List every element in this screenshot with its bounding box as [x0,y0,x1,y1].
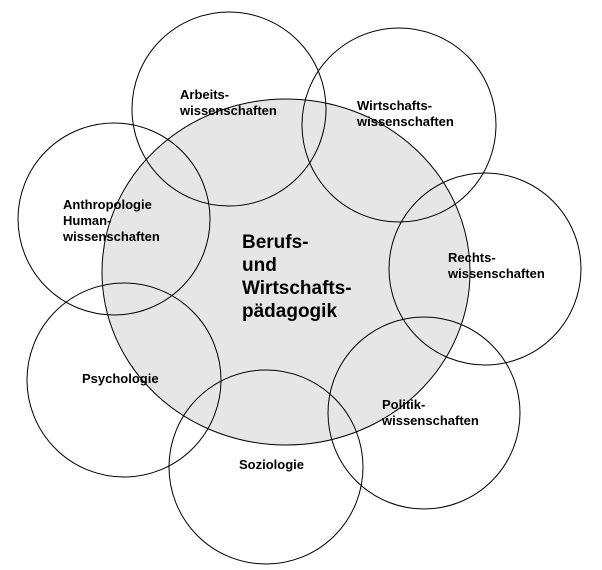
label-line: Psychologie [82,371,159,386]
label-line: Arbeits- [180,87,230,102]
center-ellipse [101,98,471,446]
circle-politikwissenschaften [327,316,521,510]
label-line: Soziologie [239,457,304,472]
label-psychologie: Psychologie [82,371,159,387]
circle-soziologie [168,369,364,565]
label-line: wissenschaften [382,413,479,428]
label-wirtschaftswissenschaften: Wirtschafts- wissenschaften [357,98,454,130]
center-label-line: und [242,255,277,276]
center-label-line: pädagogik [242,301,338,322]
circle-psychologie [26,282,222,478]
label-line: wissenschaften [180,103,277,118]
label-rechtswissenschaften: Rechts- wissenschaften [448,250,545,282]
label-soziologie: Soziologie [239,457,304,473]
label-politikwissenschaften: Politik- wissenschaften [382,397,479,429]
label-line: wissenschaften [63,229,160,244]
label-anthropologie: Anthropologie Human- wissenschaften [63,197,160,245]
label-line: Rechts- [448,250,496,265]
label-line: Human- [63,213,112,228]
center-label-line: Wirtschafts- [242,278,352,299]
center-label-line: Berufs- [242,232,309,253]
label-line: wissenschaften [448,266,545,281]
label-line: Politik- [382,397,426,412]
label-line: wissenschaften [357,114,454,129]
label-line: Wirtschafts- [357,98,433,113]
center-label: Berufs- und Wirtschafts- pädagogik [242,231,352,323]
circle-wirtschaftswissenschaften [301,27,497,223]
circle-arbeitswissenschaften [131,11,327,207]
circle-rechtswissenschaften [388,172,582,366]
label-arbeitswissenschaften: Arbeits- wissenschaften [180,87,277,119]
label-line: Anthropologie [63,197,152,212]
circle-anthropologie [17,122,211,316]
